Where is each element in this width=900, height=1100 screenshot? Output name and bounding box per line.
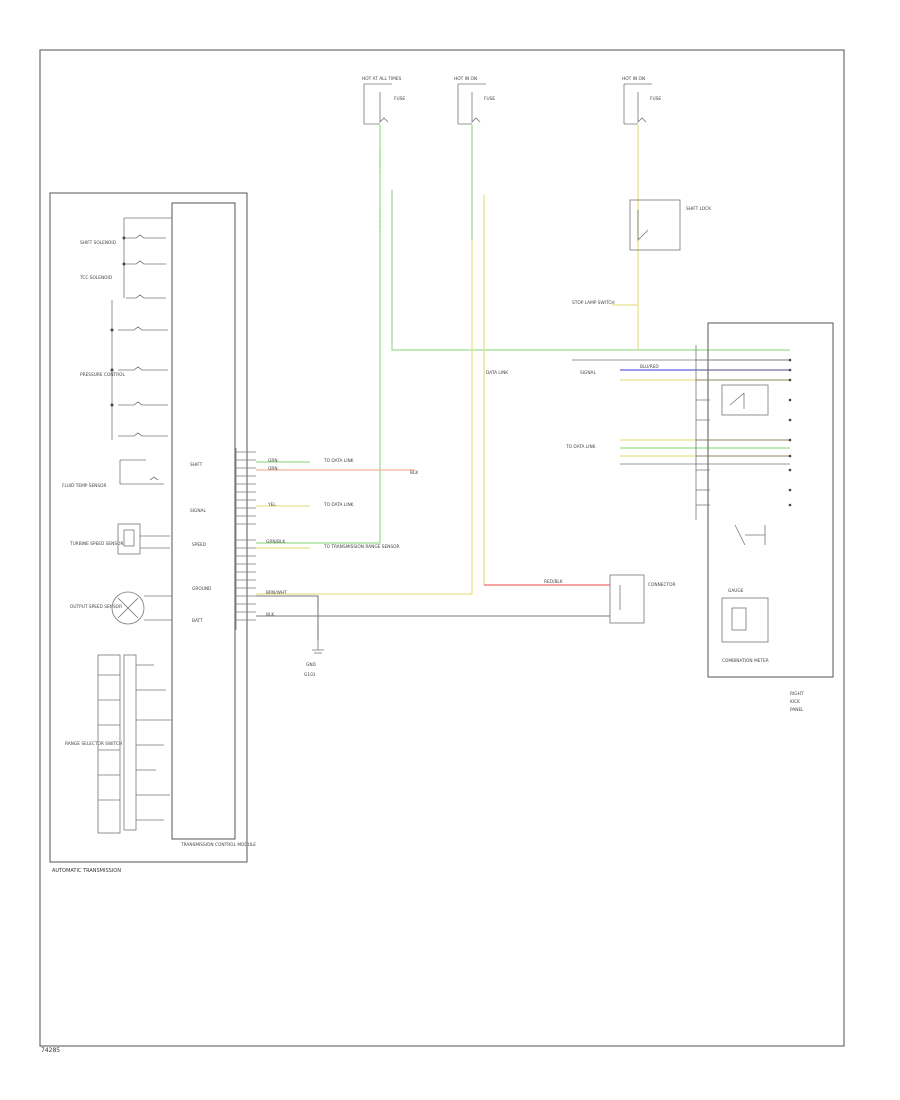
- tcm-pin-label-a: SHIFT: [190, 462, 203, 468]
- solenoid-group: [110, 217, 172, 440]
- wire-color-blk: BLK: [266, 612, 274, 618]
- fuse-block-3: HOT IN ON FUSE: [622, 76, 661, 125]
- meter-signal-label: DATA LINK: [486, 370, 508, 376]
- right-ground-sub2: PANEL: [790, 707, 804, 713]
- fuse-block-1-sub: FUSE: [394, 96, 405, 102]
- green-wire-2: [391, 190, 790, 351]
- label-output-speed-sensor: OUTPUT SPEED SENSOR: [70, 604, 122, 610]
- meter-switch: [721, 384, 769, 416]
- label-range-selector-switch: RANGE SELECTOR SWITCH: [65, 741, 122, 747]
- automatic-transmission-box: [49, 192, 248, 863]
- connector-label: CONNECTOR: [648, 582, 676, 588]
- label-tcc-solenoid: TCC SOLENOID: [79, 275, 113, 281]
- gray-wire-ground: [256, 595, 319, 640]
- label-to-data-link-2: TO DATA LINK: [323, 502, 354, 508]
- turbine-sensor-symbol: [117, 523, 170, 555]
- label-fluid-temp-sensor: FLUID TEMP SENSOR: [62, 483, 107, 489]
- fuse-block-2: HOT IN ON FUSE: [454, 76, 495, 125]
- range-switch-array: [97, 654, 172, 834]
- fuse-block-2-title: HOT IN ON: [454, 76, 477, 82]
- wire-color-orn: ORN: [268, 466, 278, 472]
- meter-pins: [695, 345, 792, 520]
- ground-symbol: GND G101: [304, 640, 324, 678]
- fluid-temp-sensor-symbol: [119, 459, 164, 485]
- fuse-block-3-title: HOT IN ON: [622, 76, 645, 82]
- figure-reference: 74285: [41, 1047, 60, 1054]
- right-ground-label: RIGHT: [790, 691, 804, 697]
- wire-color-grn: GRN: [268, 458, 278, 464]
- shift-lock-relay: SHIFT LOCK: [629, 199, 711, 251]
- meter-indicator: GAUGE: [721, 524, 769, 643]
- meter-harness-label: TO DATA LINK: [565, 444, 596, 450]
- tcm-pin-label-d: GROUND: [192, 586, 212, 592]
- automatic-transmission-label: AUTOMATIC TRANSMISSION: [52, 868, 121, 874]
- combination-meter-box: [707, 322, 834, 678]
- label-shift-solenoid: SHIFT SOLENOID: [80, 240, 117, 246]
- label-gnd-small: BLK: [410, 470, 418, 476]
- tcm-pin-label-b: SIGNAL: [190, 508, 206, 514]
- green-wire-1: [256, 125, 381, 544]
- page-frame: [39, 49, 845, 1047]
- combination-meter-label: COMBINATION METER: [722, 658, 769, 664]
- fuse-block-1: HOT AT ALL TIMES FUSE: [362, 76, 405, 125]
- output-sensor-symbol: [111, 591, 172, 625]
- ground-sub-label: G101: [304, 672, 316, 678]
- meter-signal-label-2: SIGNAL: [580, 370, 596, 376]
- meter-indicator-label: GAUGE: [728, 588, 744, 594]
- fuse-block-2-sub: FUSE: [484, 96, 495, 102]
- label-to-data-link-1: TO DATA LINK: [323, 458, 354, 464]
- ground-label: GND: [306, 662, 317, 668]
- data-link-connector: CONNECTOR: [609, 574, 676, 624]
- shift-lock-label: SHIFT LOCK: [686, 206, 711, 212]
- fuse-block-3-sub: FUSE: [650, 96, 661, 102]
- tcm-pin-label-e: BATT: [192, 618, 203, 624]
- wire-color-blured: BLU/RED: [640, 364, 659, 370]
- label-turbine-speed-sensor: TURBINE SPEED SENSOR: [69, 541, 123, 547]
- tcm-pin-label-c: SPEED: [192, 542, 207, 548]
- label-to-range-sensor: TO TRANSMISSION RANGE SENSOR: [323, 544, 399, 550]
- tcm-inner-box: [171, 202, 236, 840]
- yellow-wire-1: [256, 240, 473, 595]
- stop-lamp-label: STOP LAMP SWITCH: [572, 300, 615, 306]
- label-pressure-control: PRESSURE CONTROL: [80, 372, 126, 378]
- tcm-pin-column: [235, 448, 256, 630]
- wire-color-redblk: RED/BLK: [544, 579, 563, 585]
- wire-color-brnwht: BRN/WHT: [266, 590, 287, 596]
- fuse-block-1-title: HOT AT ALL TIMES: [362, 76, 402, 82]
- wire-color-grnblk: GRN/BLK: [266, 539, 285, 545]
- tcm-label: TRANSMISSION CONTROL MODULE: [180, 842, 256, 848]
- right-ground-sub: KICK: [790, 699, 800, 705]
- wire-color-yel: YEL: [267, 502, 276, 508]
